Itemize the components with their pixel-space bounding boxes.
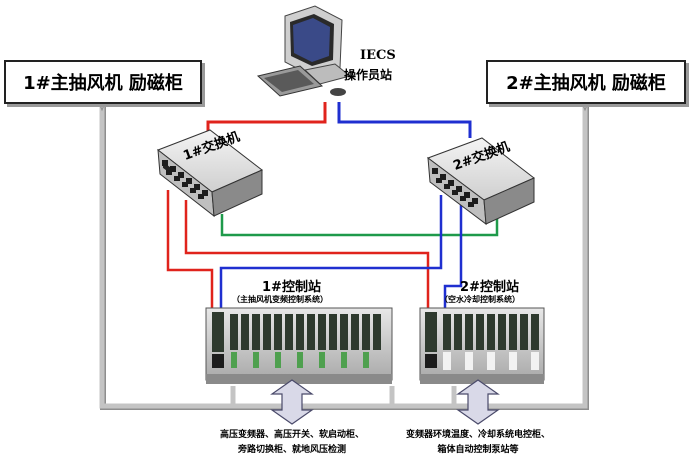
station-1-devices-line1: 高压变频器、高压开关、软启动柜、	[219, 430, 364, 440]
double-arrow-right	[456, 379, 500, 425]
switch-2	[426, 137, 535, 226]
cabinet-2-label: 2#主抽风机 励磁柜	[486, 60, 686, 104]
cabinet-1-label: 1#主抽风机 励磁柜	[4, 60, 202, 104]
control-station-2-rack	[419, 307, 545, 384]
operator-links	[206, 102, 472, 138]
operator-station-label-line2: 操作员站	[344, 68, 393, 82]
switch-1	[156, 129, 263, 218]
station-2-devices-line1: 变频器环境温度、冷却系统电控柜、	[405, 430, 550, 440]
control-station-2-subtitle: （空水冷却控制系统）	[440, 295, 520, 304]
computer-icon	[256, 5, 352, 97]
control-station-2-title: 2#控制站	[460, 280, 519, 295]
control-station-1-title: 1#控制站	[262, 280, 321, 295]
control-station-1-rack	[205, 307, 393, 384]
control-station-1-subtitle: （主抽风机变频控制系统）	[232, 295, 328, 304]
double-arrow-left	[270, 379, 314, 425]
station-1-devices-line2: 旁路切换柜、就地风压检测	[237, 445, 346, 455]
switch-2-ports	[432, 168, 478, 207]
station-2-devices-caption: 变频器环境温度、冷却系统电控柜、 箱体自动控制泵站等	[392, 428, 564, 458]
station-2-devices-line2: 箱体自动控制泵站等	[437, 445, 519, 455]
operator-station-label-line1: IECS	[360, 48, 396, 63]
station-1-devices-caption: 高压变频器、高压开关、软启动柜、 旁路切换柜、就地风压检测	[200, 428, 384, 458]
switch-1-ports	[162, 160, 208, 199]
switch-links	[166, 190, 499, 308]
